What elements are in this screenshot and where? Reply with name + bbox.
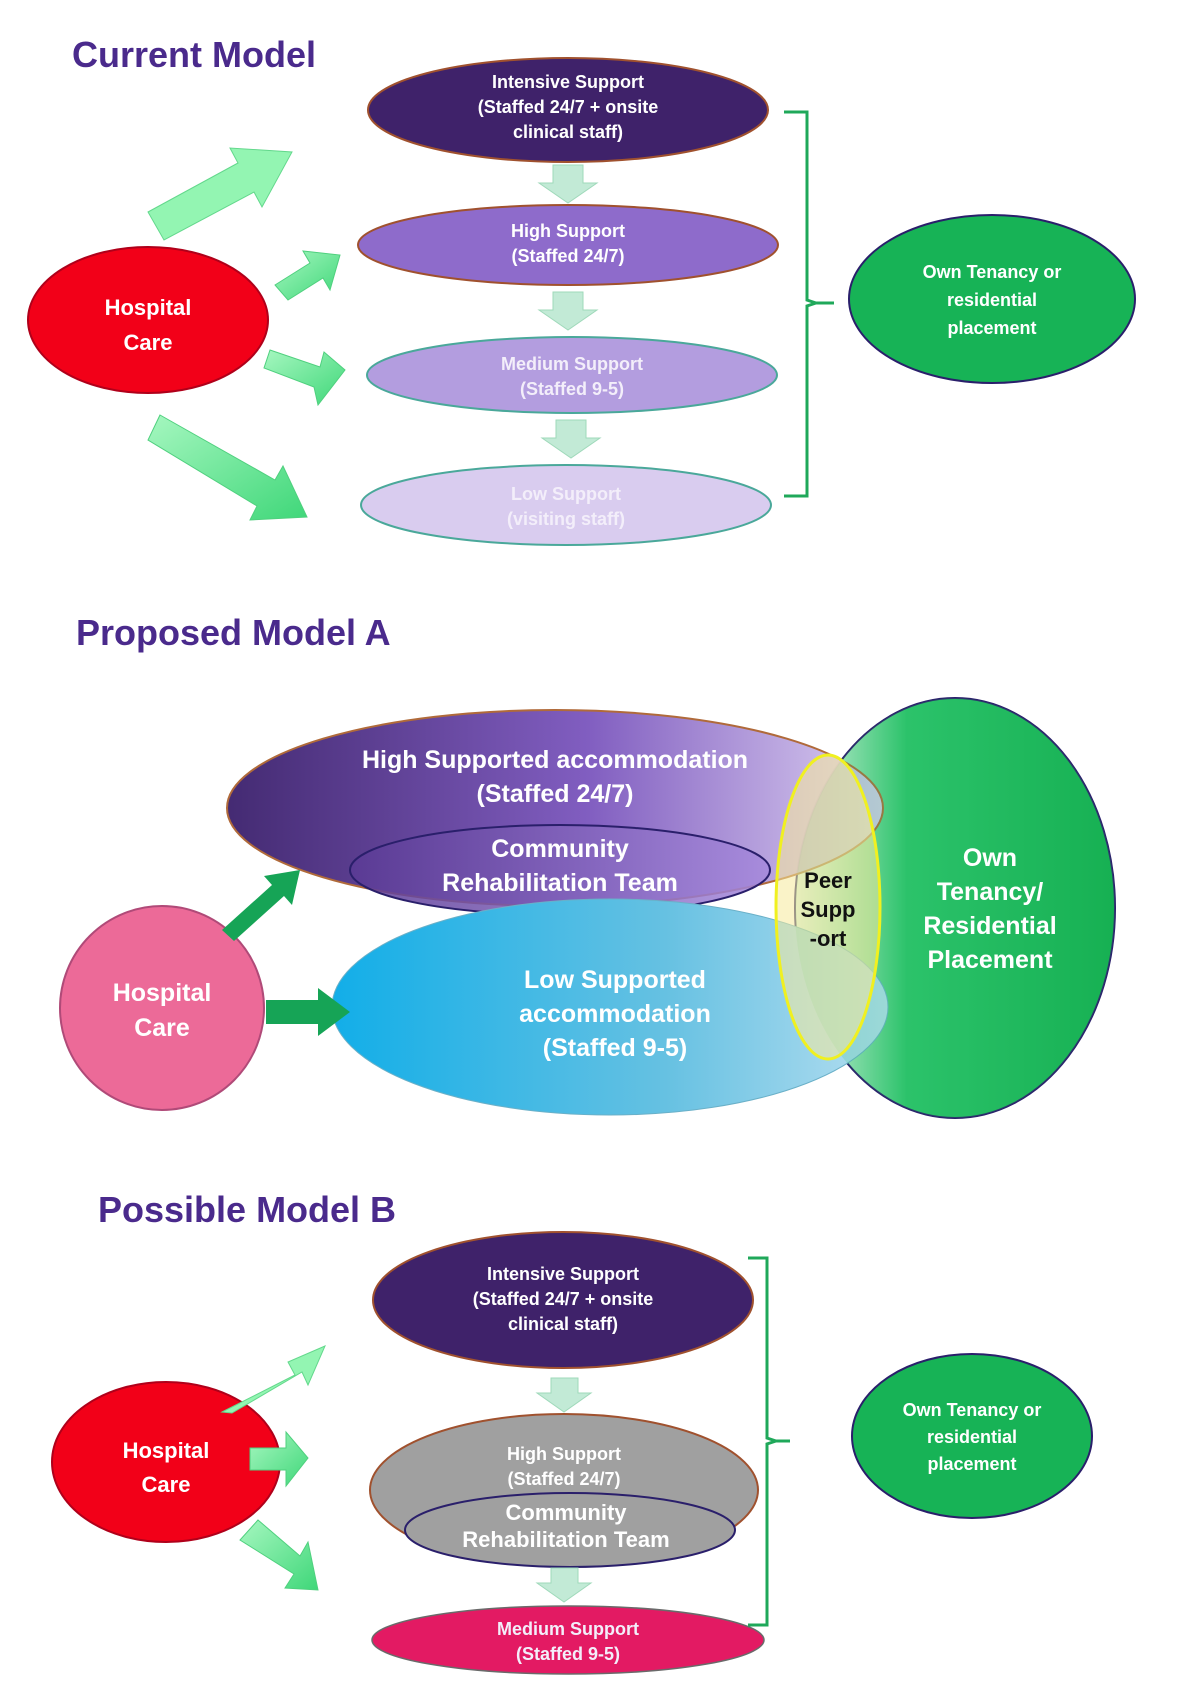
- svg-text:Community: Community: [506, 1500, 628, 1525]
- svg-text:High Supported accommodation: High Supported accommodation: [362, 746, 748, 774]
- arrow-to-high-icon: [249, 1430, 309, 1488]
- svg-text:placement: placement: [947, 318, 1036, 338]
- svg-text:Intensive Support: Intensive Support: [487, 1264, 639, 1284]
- svg-text:Residential: Residential: [923, 912, 1056, 940]
- model-b-destination-node: Own Tenancy or residential placement: [851, 1353, 1093, 1519]
- down-arrow-icon: [535, 1567, 593, 1603]
- svg-text:placement: placement: [927, 1454, 1016, 1474]
- svg-text:(Staffed 24/7): (Staffed 24/7): [507, 1469, 620, 1489]
- svg-text:High Support: High Support: [511, 221, 625, 241]
- down-arrow-icon: [540, 419, 602, 459]
- svg-text:(Staffed 24/7 + onsite: (Staffed 24/7 + onsite: [473, 1289, 654, 1309]
- model-a-section: Proposed Model A High Supported accommod…: [59, 612, 1116, 1119]
- down-arrow-icon: [537, 291, 599, 331]
- model-b-level-medium: Medium Support (Staffed 9-5): [371, 1605, 765, 1675]
- svg-text:Peer: Peer: [804, 868, 852, 893]
- svg-text:Medium Support: Medium Support: [501, 354, 643, 374]
- model-b-bracket: [748, 1256, 790, 1627]
- current-model-section: Current Model Hospital Care Intensive Su…: [27, 34, 1136, 546]
- model-a-destination-overlay: [795, 698, 1115, 1118]
- svg-text:High Support: High Support: [507, 1444, 621, 1464]
- model-a-community-rehab: Community Rehabilitation Team: [349, 824, 771, 916]
- svg-text:residential: residential: [947, 290, 1037, 310]
- svg-text:(visiting staff): (visiting staff): [507, 509, 625, 529]
- svg-text:Own: Own: [963, 844, 1017, 872]
- svg-text:Intensive Support: Intensive Support: [492, 72, 644, 92]
- model-b-title: Possible Model B: [98, 1189, 396, 1230]
- svg-text:clinical staff): clinical staff): [513, 122, 623, 142]
- arrow-to-intensive-icon: [147, 147, 293, 241]
- down-arrow-icon: [535, 1377, 593, 1413]
- model-b-section: Possible Model B Hospital Care Intensive…: [51, 1189, 1093, 1675]
- current-level-high: High Support (Staffed 24/7): [357, 204, 779, 286]
- arrow-to-low-icon: [147, 414, 308, 521]
- model-a-low-supported: Low Supported accommodation (Staffed 9-5…: [331, 898, 889, 1116]
- svg-text:Own Tenancy or: Own Tenancy or: [923, 262, 1062, 282]
- svg-text:Care: Care: [142, 1472, 191, 1497]
- model-a-destination-label: Own Tenancy/ Residential Placement: [923, 844, 1056, 974]
- svg-text:Hospital: Hospital: [123, 1438, 210, 1463]
- svg-text:(Staffed 9-5): (Staffed 9-5): [520, 379, 624, 399]
- svg-text:clinical staff): clinical staff): [508, 1314, 618, 1334]
- current-level-low: Low Support (visiting staff): [360, 464, 772, 546]
- svg-text:(Staffed 24/7): (Staffed 24/7): [477, 780, 634, 808]
- current-hospital-node: Hospital Care: [27, 246, 269, 394]
- svg-text:Tenancy/: Tenancy/: [937, 878, 1044, 906]
- svg-text:(Staffed 9-5): (Staffed 9-5): [516, 1644, 620, 1664]
- current-level-medium: Medium Support (Staffed 9-5): [366, 336, 778, 414]
- svg-text:Placement: Placement: [927, 946, 1053, 974]
- svg-text:(Staffed 24/7): (Staffed 24/7): [511, 246, 624, 266]
- arrow-to-low-supported-icon: [266, 988, 350, 1036]
- svg-text:residential: residential: [927, 1427, 1017, 1447]
- arrow-to-medium-icon: [239, 1519, 319, 1591]
- arrow-to-intensive-icon: [220, 1345, 326, 1414]
- svg-text:Hospital: Hospital: [105, 295, 192, 320]
- current-hospital-arrows: [147, 147, 346, 521]
- svg-text:Care: Care: [134, 1014, 190, 1042]
- current-destination-node: Own Tenancy or residential placement: [848, 214, 1136, 384]
- svg-text:Hospital: Hospital: [113, 979, 212, 1007]
- svg-text:Own Tenancy or: Own Tenancy or: [903, 1400, 1042, 1420]
- svg-text:Care: Care: [124, 330, 173, 355]
- current-level-intensive: Intensive Support (Staffed 24/7 + onsite…: [367, 57, 769, 163]
- current-model-title: Current Model: [72, 34, 316, 75]
- svg-text:Community: Community: [491, 835, 629, 863]
- arrow-to-medium-icon: [263, 349, 346, 407]
- current-bracket: [784, 110, 834, 498]
- model-b-hospital-node: Hospital Care: [51, 1381, 281, 1543]
- svg-text:accommodation: accommodation: [519, 1000, 711, 1028]
- model-a-hospital-node: Hospital Care: [59, 905, 265, 1111]
- down-arrow-icon: [537, 164, 599, 204]
- svg-text:(Staffed 24/7 + onsite: (Staffed 24/7 + onsite: [478, 97, 659, 117]
- svg-text:-ort: -ort: [810, 926, 847, 951]
- svg-text:(Staffed 9-5): (Staffed 9-5): [543, 1034, 687, 1062]
- svg-text:Low Supported: Low Supported: [524, 966, 706, 994]
- svg-text:Low Support: Low Support: [511, 484, 621, 504]
- svg-text:Rehabilitation Team: Rehabilitation Team: [462, 1527, 669, 1552]
- model-b-community-rehab: Community Rehabilitation Team: [404, 1492, 736, 1568]
- model-a-title: Proposed Model A: [76, 612, 391, 653]
- arrow-to-high-supported-icon: [222, 870, 300, 941]
- model-b-level-intensive: Intensive Support (Staffed 24/7 + onsite…: [372, 1231, 754, 1369]
- svg-text:Medium Support: Medium Support: [497, 1619, 639, 1639]
- model-a-peer-support: Peer Supp -ort: [774, 753, 882, 1061]
- svg-text:Supp: Supp: [801, 897, 856, 922]
- svg-text:Rehabilitation Team: Rehabilitation Team: [442, 869, 678, 897]
- arrow-to-high-icon: [274, 250, 341, 301]
